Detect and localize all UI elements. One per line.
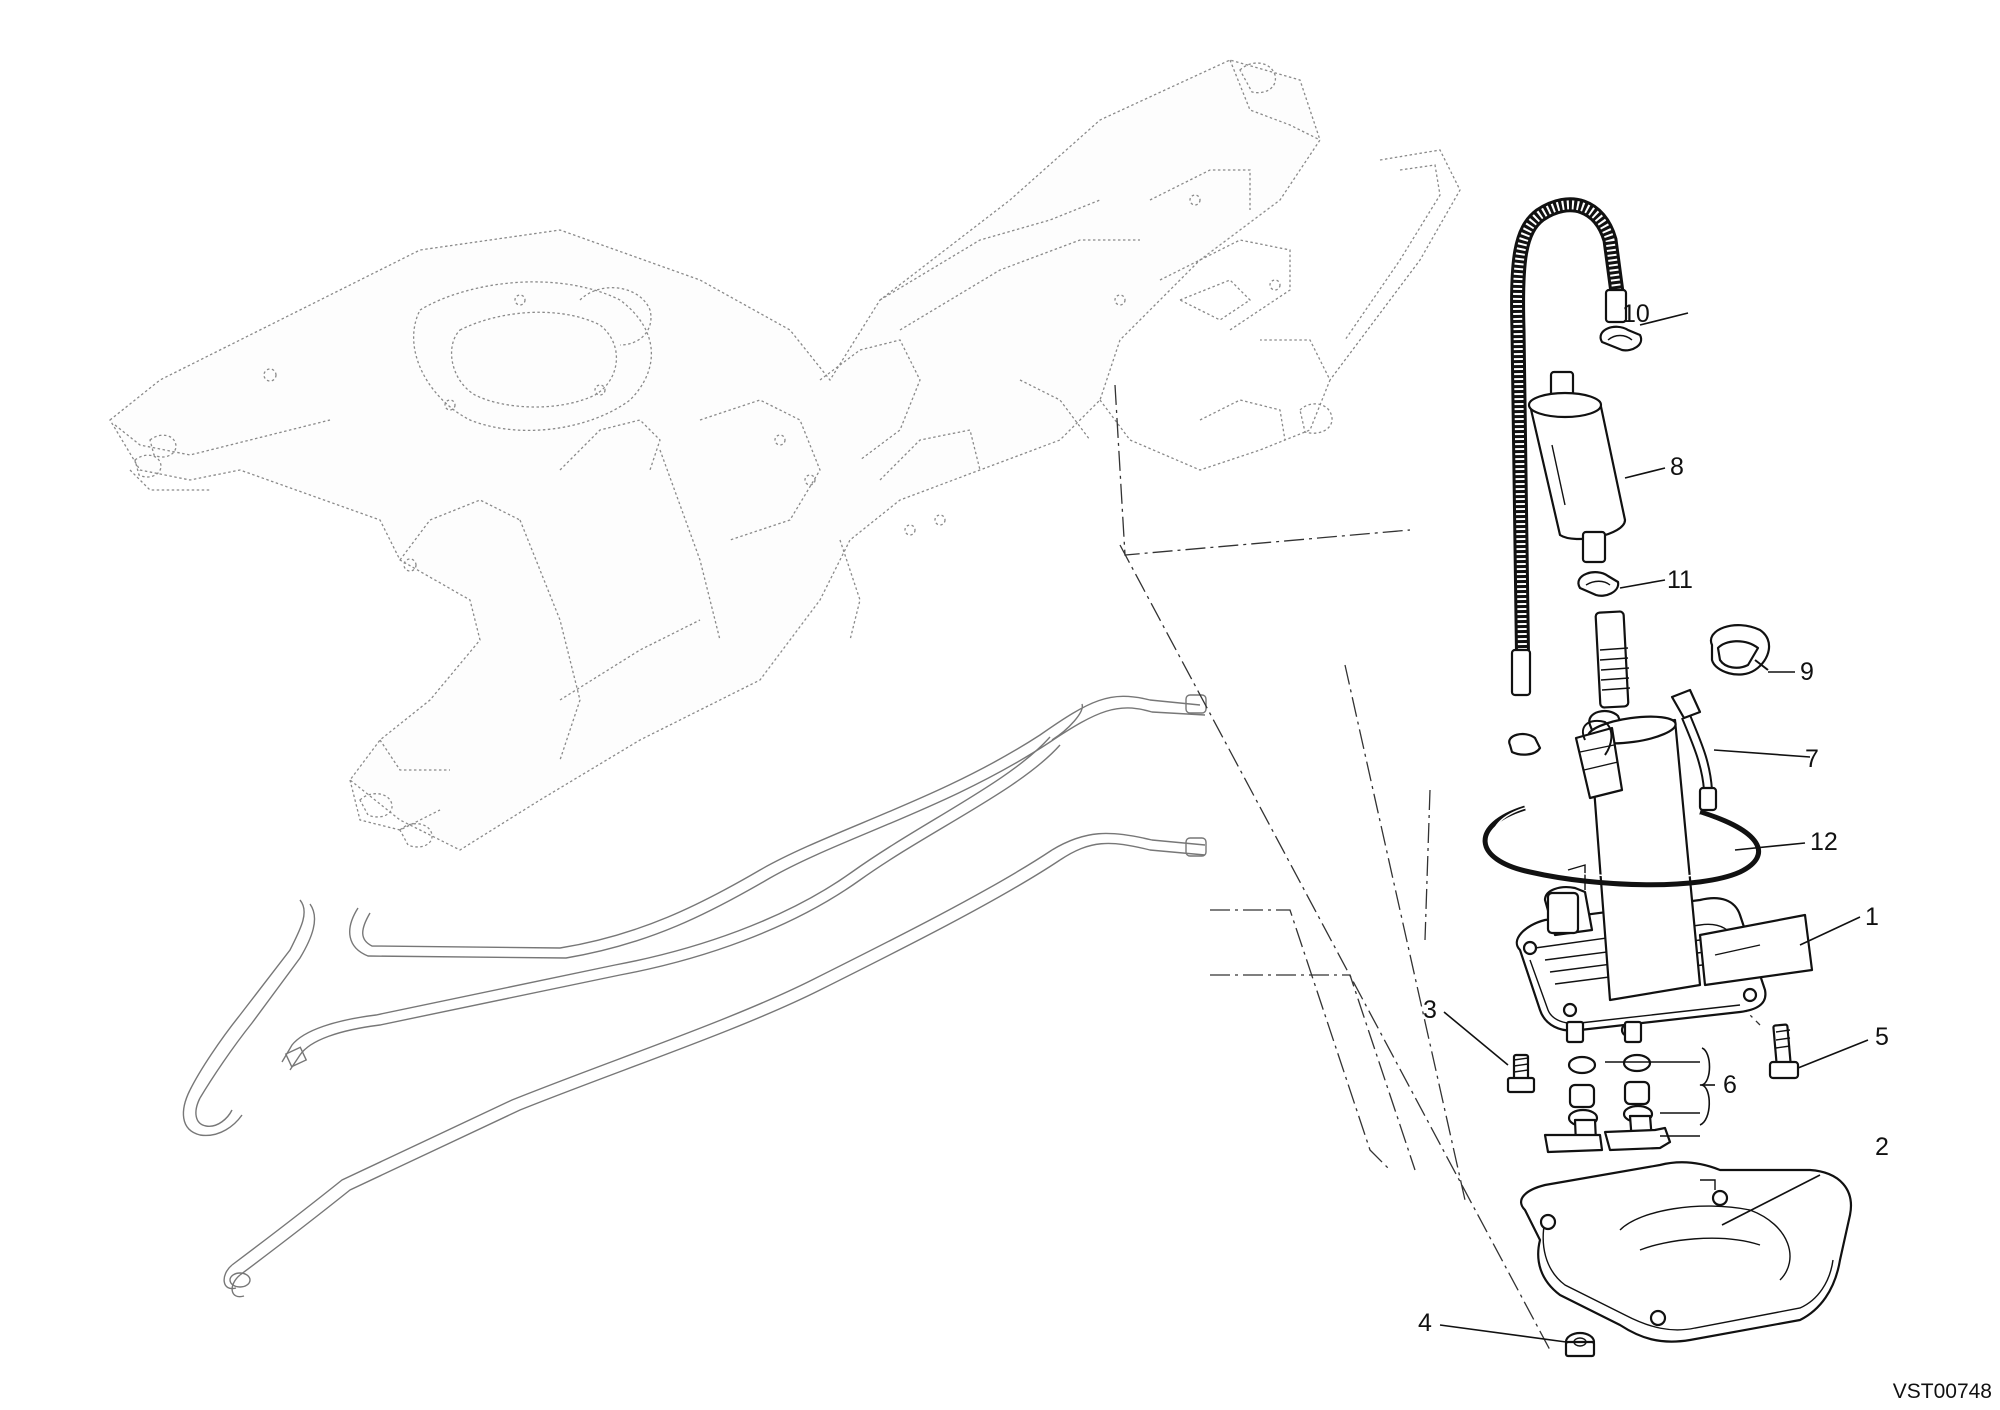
drawing-code: VST00748 [1892, 1380, 1992, 1403]
callout-11: 11 [1667, 566, 1693, 594]
callout-5: 5 [1875, 1023, 1889, 1051]
callout-leaders [1439, 312, 1869, 1343]
callout-3: 3 [1423, 996, 1437, 1024]
sensor-lead-7 [1670, 688, 1718, 812]
fuel-filter-8 [1527, 370, 1627, 564]
cover-2 [1520, 1161, 1853, 1343]
fuel-line-phantom [182, 694, 1207, 1298]
hose-clamp-11 [1577, 571, 1620, 597]
screw-5 [1768, 1023, 1800, 1080]
hose-clamp-10 [1599, 325, 1643, 352]
callout-9: 9 [1800, 658, 1814, 686]
nut-4 [1564, 1331, 1596, 1358]
callout-2: 2 [1875, 1133, 1889, 1161]
hose-stub [1594, 610, 1631, 709]
callout-4: 4 [1418, 1309, 1432, 1337]
gasket-ring-12 [1482, 805, 1762, 888]
callout-1: 1 [1865, 903, 1879, 931]
callout-6: 6 [1723, 1071, 1737, 1099]
callout-7: 7 [1805, 745, 1819, 773]
assembly-centerlines [1114, 384, 1761, 1351]
clamp-9 [1709, 624, 1771, 676]
fuel-pump-assembly-1 [1515, 715, 1814, 1044]
seals-fittings-6 [1543, 1053, 1672, 1154]
frame-phantom [109, 59, 1461, 851]
fuel-hose [1510, 197, 1628, 697]
callout-10: 10 [1622, 300, 1650, 328]
callout-8: 8 [1670, 453, 1684, 481]
callout-12: 12 [1810, 828, 1838, 856]
screw-3 [1506, 1053, 1536, 1094]
